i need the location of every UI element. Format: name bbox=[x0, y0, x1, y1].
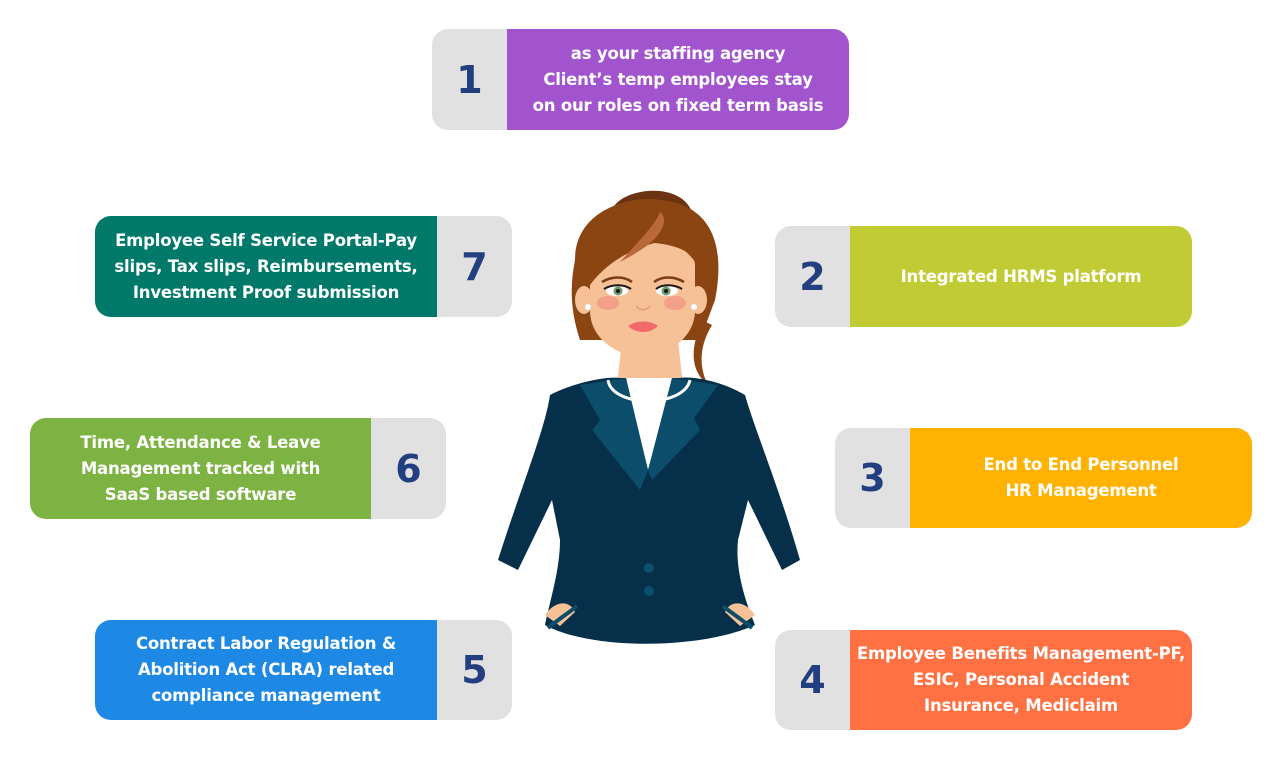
card-text-line: Employee Benefits Management-PF, bbox=[856, 644, 1186, 663]
card-text-line: ESIC, Personal Accident bbox=[912, 670, 1130, 689]
card-text-line: slips, Tax slips, Reimbursements, bbox=[114, 256, 418, 276]
service-card-4: 4 Employee Benefits Management-PF, ESIC,… bbox=[775, 630, 1192, 730]
card-number: 4 bbox=[775, 630, 850, 730]
card-text-line: End to End Personnel bbox=[983, 455, 1179, 474]
card-number: 6 bbox=[371, 418, 446, 519]
card-text: End to End Personnel HR Management bbox=[910, 428, 1252, 528]
card-text-line: compliance management bbox=[151, 686, 381, 705]
service-card-1: 1 as your staffing agency Client’s temp … bbox=[432, 29, 849, 130]
card-number: 1 bbox=[432, 29, 507, 130]
card-text-line: Investment Proof submission bbox=[132, 282, 400, 302]
card-text: Integrated HRMS platform bbox=[850, 226, 1192, 327]
card-text-line: Integrated HRMS platform bbox=[900, 266, 1142, 286]
card-number: 5 bbox=[437, 620, 512, 720]
card-text: Contract Labor Regulation & Abolition Ac… bbox=[95, 620, 437, 720]
card-number: 3 bbox=[835, 428, 910, 528]
card-text-line: Insurance, Mediclaim bbox=[924, 696, 1118, 715]
service-card-7: Employee Self Service Portal-Pay slips, … bbox=[95, 216, 512, 317]
service-card-2: 2 Integrated HRMS platform bbox=[775, 226, 1192, 327]
card-text-line: Contract Labor Regulation & bbox=[135, 634, 397, 653]
card-text-line: Client’s temp employees stay bbox=[543, 69, 813, 89]
service-card-6: Time, Attendance & Leave Management trac… bbox=[30, 418, 446, 519]
card-text-line: as your staffing agency bbox=[570, 43, 786, 63]
card-text-line: Employee Self Service Portal-Pay bbox=[115, 230, 417, 250]
card-text: as your staffing agency Client’s temp em… bbox=[507, 29, 849, 130]
card-number: 2 bbox=[775, 226, 850, 327]
card-text-line: SaaS based software bbox=[104, 484, 297, 504]
businesswoman-illustration bbox=[498, 190, 800, 644]
card-text: Employee Self Service Portal-Pay slips, … bbox=[95, 216, 437, 317]
card-text: Employee Benefits Management-PF, ESIC, P… bbox=[850, 630, 1192, 730]
card-text-line: on our roles on fixed term basis bbox=[532, 95, 824, 115]
card-text-line: HR Management bbox=[1005, 481, 1157, 500]
card-text: Time, Attendance & Leave Management trac… bbox=[30, 418, 371, 519]
card-text-line: Abolition Act (CLRA) related bbox=[137, 660, 395, 679]
service-card-5: Contract Labor Regulation & Abolition Ac… bbox=[95, 620, 512, 720]
card-text-line: Time, Attendance & Leave bbox=[80, 432, 321, 452]
service-card-3: 3 End to End Personnel HR Management bbox=[835, 428, 1252, 528]
card-text-line: Management tracked with bbox=[80, 458, 321, 478]
card-number: 7 bbox=[437, 216, 512, 317]
